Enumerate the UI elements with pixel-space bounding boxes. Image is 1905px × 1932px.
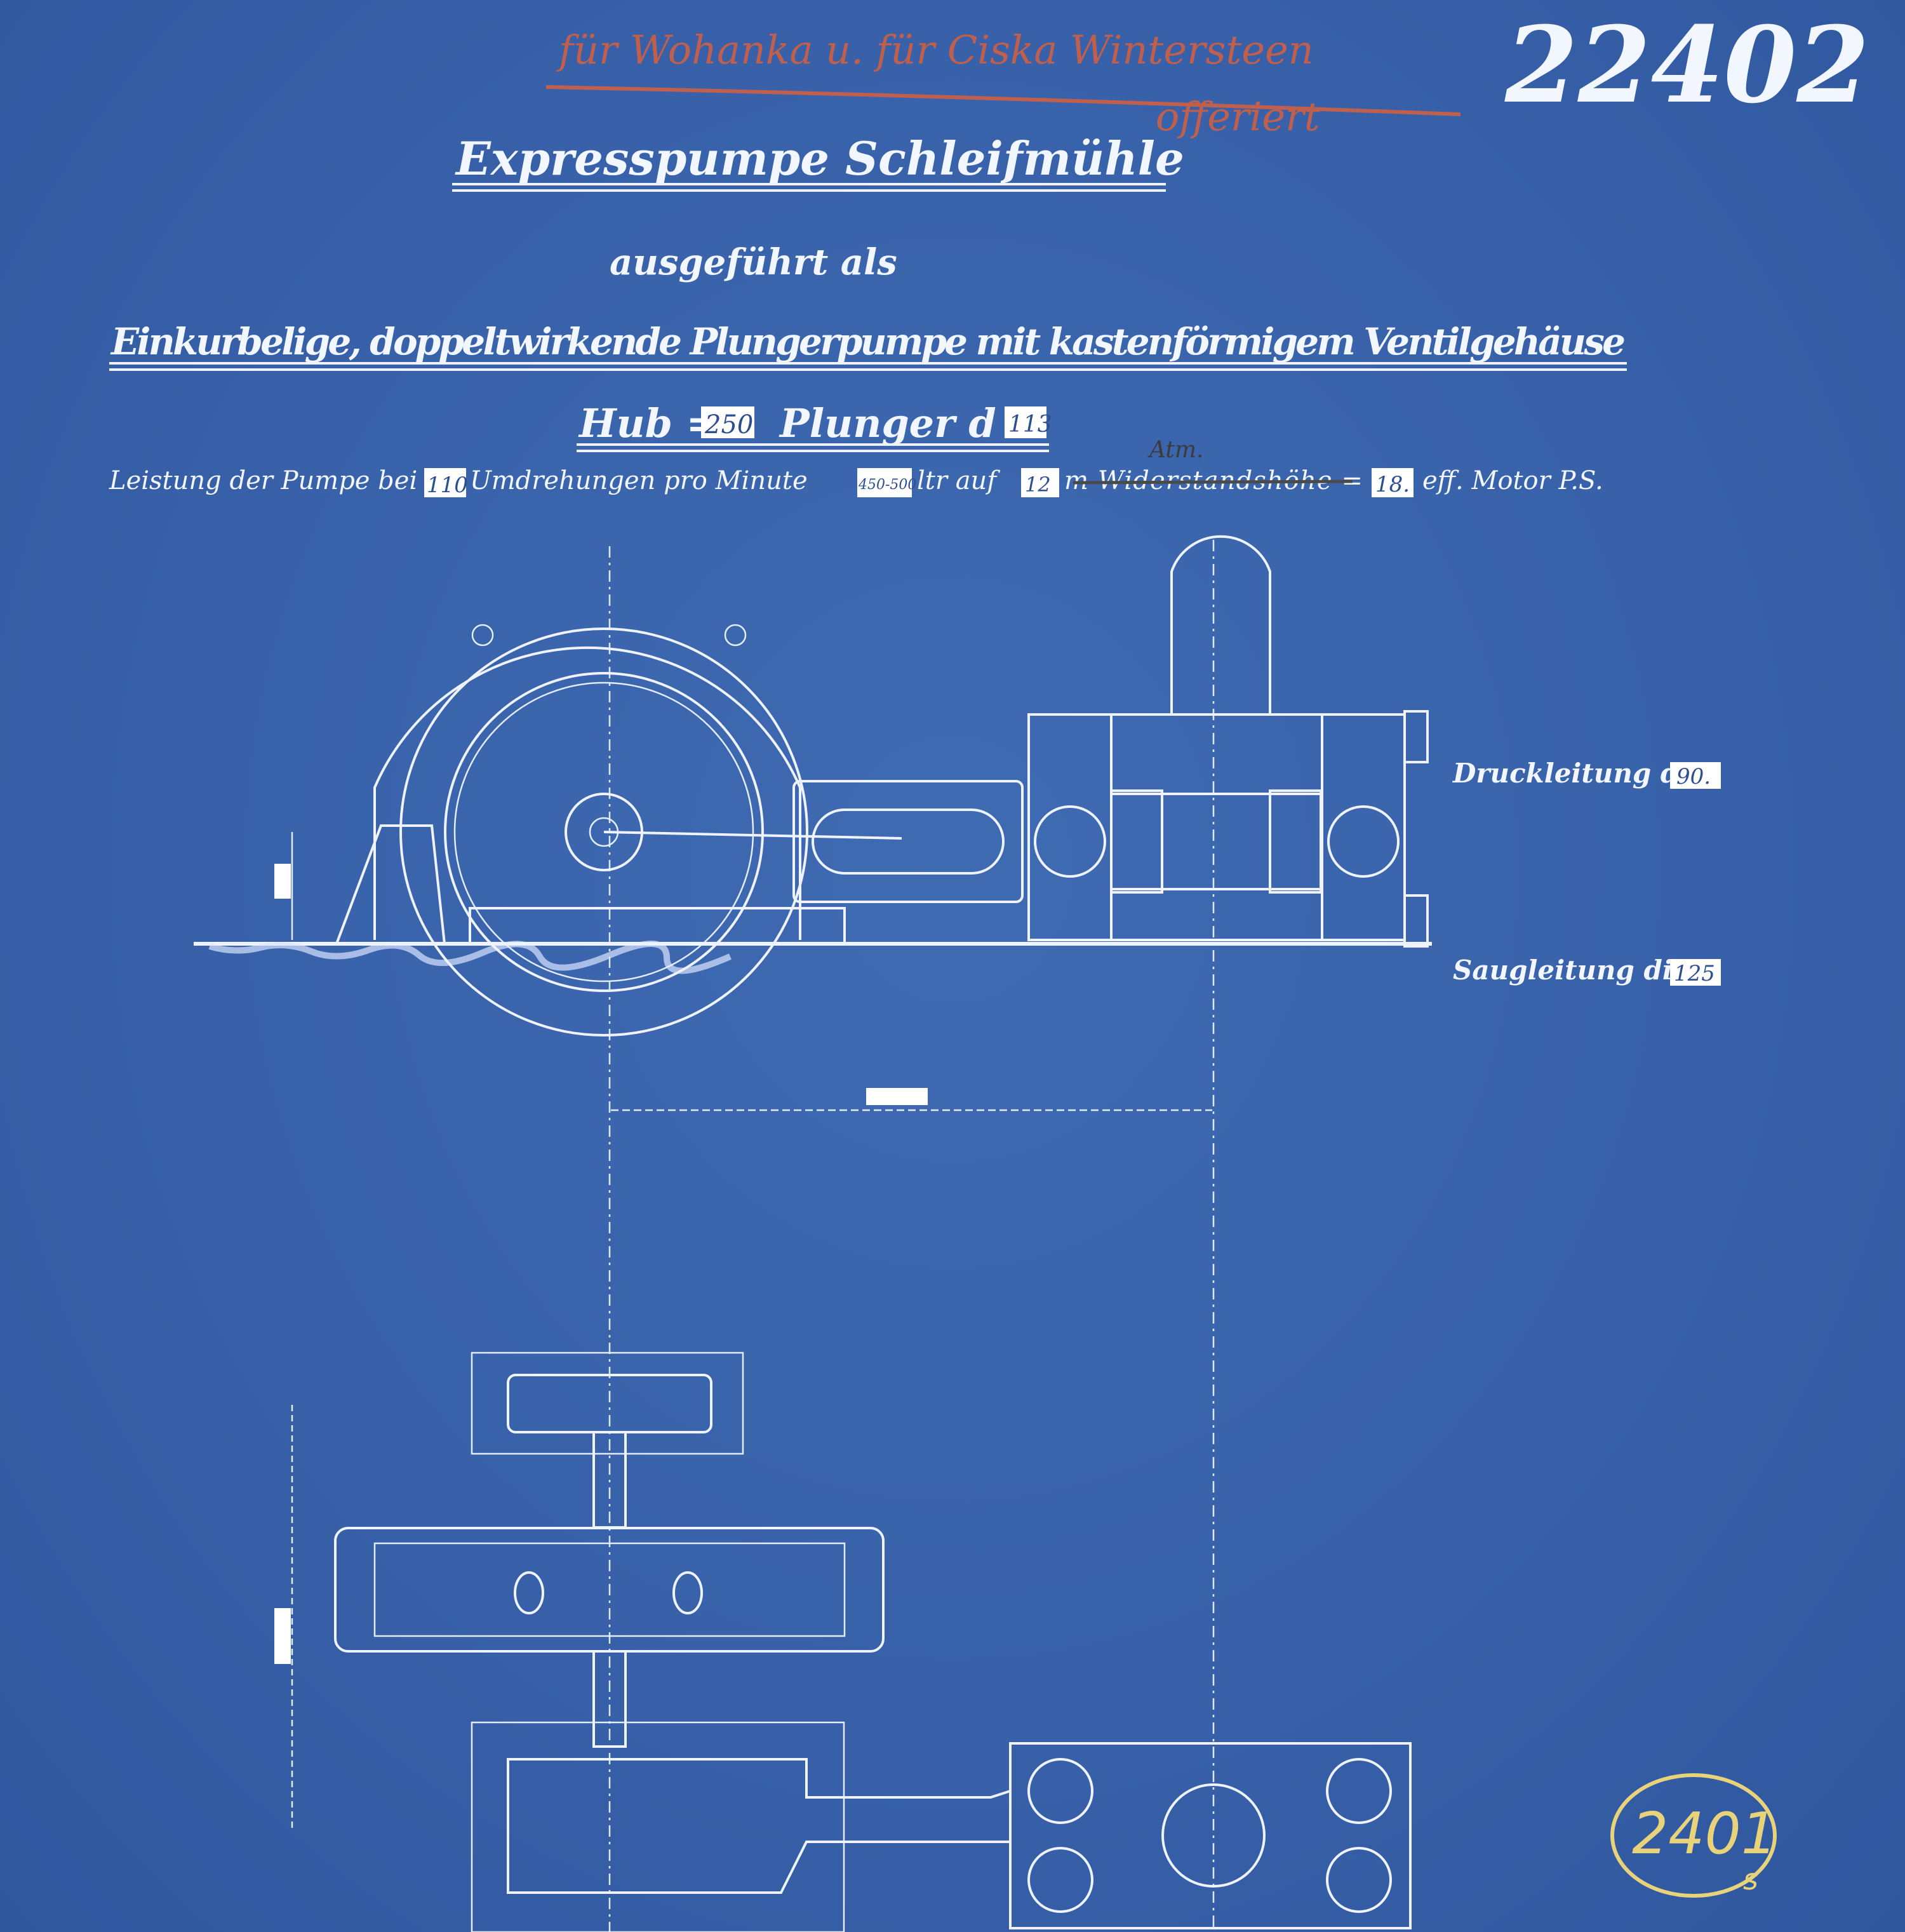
red-underline (545, 85, 1461, 116)
stuffing-box-right (1269, 789, 1322, 894)
suction-value-box (1670, 959, 1721, 986)
spoke-hole-right (672, 1571, 703, 1614)
power-box (1372, 468, 1414, 497)
drawing-number: 22402 (1504, 3, 1869, 126)
flywheel-rim (444, 672, 764, 992)
valve-chamber-left (1027, 713, 1113, 941)
hub-value-box (701, 406, 754, 438)
strike-through (1073, 480, 1353, 485)
height-value: 12 (1025, 473, 1051, 497)
pump-type: Einkurbelige, doppeltwirkende Plungerpum… (110, 320, 1626, 363)
suction-label: Saugleitung di = (1453, 955, 1704, 986)
flow-value: 450-500 (858, 477, 916, 493)
plunger-label: Plunger d = (779, 400, 1043, 446)
frame-foundation (471, 1721, 845, 1932)
plan-view (274, 1352, 1412, 1932)
length-dimension-box (274, 1608, 291, 1664)
hub-label: Hub = (578, 400, 719, 446)
plunger-value-box (1005, 406, 1046, 438)
crosshead-foundation (471, 1352, 744, 1455)
discharge-value-box (1670, 762, 1721, 789)
shaft-lower (592, 1650, 627, 1748)
performance-line: Leistung der Pumpe bei 110 Umdrehungen p… (109, 437, 1603, 498)
power-value: 18. (1375, 472, 1410, 497)
hand-correction: Atm. (1147, 437, 1203, 463)
suction-value: 125 (1674, 961, 1715, 986)
plunger-cylinder (1110, 793, 1322, 890)
height-box (1021, 468, 1059, 497)
elevation-view: Druckleitung di = 90. Saugleitung di = 1… (194, 535, 1721, 1036)
rpm-box (424, 468, 466, 497)
flow-box (857, 468, 912, 497)
valve-plan-3 (1326, 1758, 1392, 1824)
valve-plan-2 (1027, 1847, 1093, 1913)
pump-plan (1009, 1742, 1412, 1929)
stuffing-box-left (1110, 789, 1163, 894)
red-annotation-line2: offeriert (1156, 93, 1320, 140)
discharge-value: 90. (1676, 764, 1711, 789)
archive-suffix: s (1743, 1862, 1758, 1896)
valve-plan-4 (1326, 1847, 1392, 1913)
valve-chamber-right (1321, 713, 1406, 941)
flywheel-inner (453, 681, 754, 983)
red-annotation-line1: für Wohanka u. für Ciska Wintersteen (556, 27, 1314, 73)
flywheel-guard (373, 646, 801, 940)
archive-number: 2401 (1632, 1801, 1777, 1867)
eye-bolt-left (471, 624, 494, 647)
valve-box (1027, 713, 1406, 941)
height-dimension-box (274, 864, 291, 899)
air-vessel-plan (1161, 1783, 1266, 1888)
spoke-hole-left (514, 1571, 544, 1614)
base-plate (469, 907, 846, 945)
suction-flange (1403, 894, 1429, 948)
crosshead-slot (812, 808, 1005, 875)
archive-circle (1610, 1773, 1777, 1898)
performance-suffix: eff. Motor P.S. (1422, 466, 1603, 495)
performance-mid1: Umdrehungen pro Minute (470, 466, 808, 495)
air-vessel (1170, 535, 1271, 714)
frame-plan (507, 1758, 1012, 1894)
bearing-pedestal (335, 824, 446, 945)
performance-prefix: Leistung der Pumpe bei (109, 466, 417, 495)
valve-plan-1 (1027, 1758, 1093, 1824)
subtitle: ausgeführt als (610, 241, 897, 283)
ground-hatching (208, 941, 732, 974)
spec-line: Hub = 250 Plunger d = 113 (577, 400, 1052, 452)
performance-mid2: ltr auf (917, 466, 1000, 495)
valve-cover-left (1034, 805, 1106, 878)
crosshead-guide (792, 780, 1024, 903)
hub-value: 250 (704, 410, 753, 439)
plunger-value: 113 (1008, 412, 1052, 438)
eye-bolt-right (724, 624, 747, 647)
center-distance-box (866, 1088, 928, 1105)
flywheel-plan-inner (373, 1542, 846, 1637)
flywheel-outer (399, 627, 808, 1036)
drawing-title: Expresspumpe Schleifmühle (455, 131, 1184, 185)
connecting-rod (603, 831, 902, 840)
rpm-value: 110 (427, 473, 468, 498)
archive-stamp: 2401 s (1610, 1773, 1777, 1898)
valve-cover-right (1327, 805, 1400, 878)
discharge-flange (1403, 710, 1429, 763)
